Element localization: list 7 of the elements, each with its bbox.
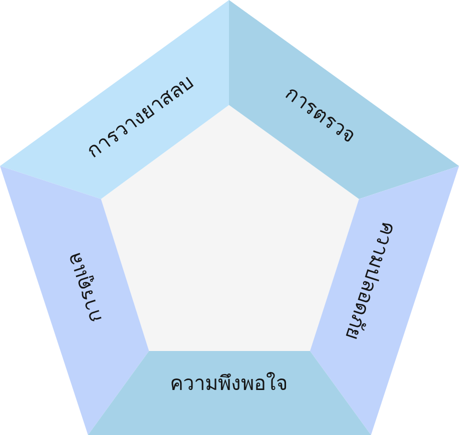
pentagon-segment	[0, 0, 229, 199]
pentagon-segment	[0, 166, 149, 435]
segment-label: การดูแล	[63, 250, 105, 326]
segment-label: ความพึงพอใจ	[170, 373, 288, 393]
pentagon-segment	[310, 166, 459, 435]
pentagon-segment	[88, 351, 371, 435]
pentagon-segment	[229, 0, 459, 199]
